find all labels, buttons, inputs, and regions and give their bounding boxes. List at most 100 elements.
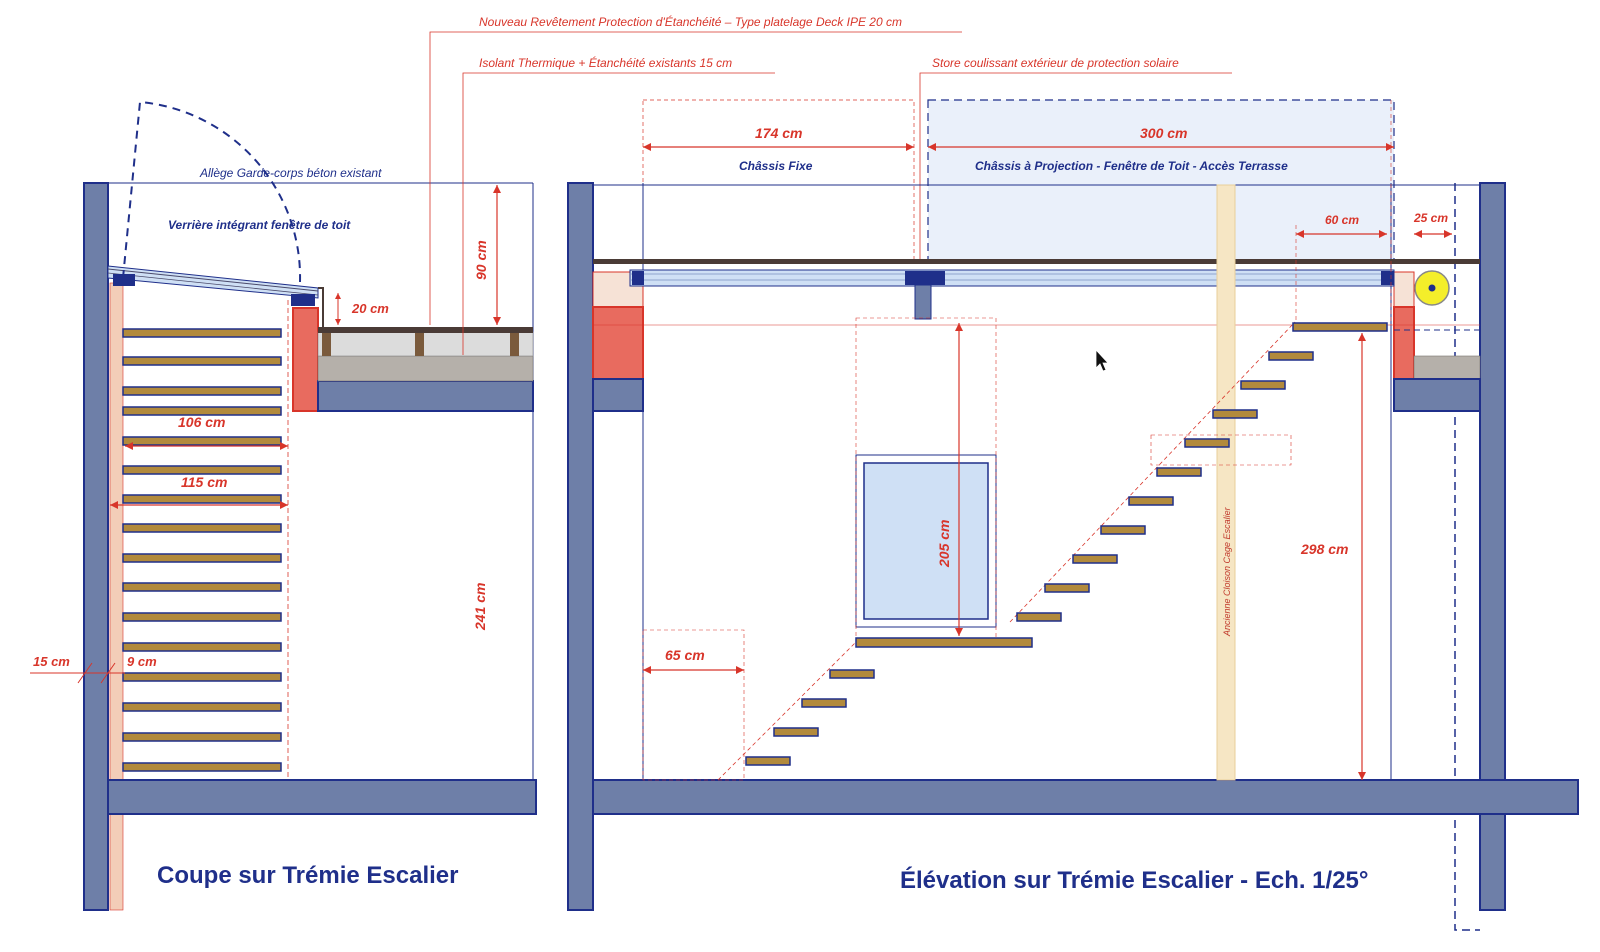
stair-tread [122,328,282,338]
stair-step [1212,409,1258,419]
stair-top-step [1292,322,1388,332]
right-beam-red [1393,306,1415,380]
old-partition-note: Ancienne Cloison Cage Escalier [1222,506,1232,637]
dim-arrow [1358,772,1366,780]
dim-arrow [1386,143,1394,151]
dim-241-label: 241 cm [472,583,488,631]
deck-joist [415,333,424,356]
stair-line-upper [1009,321,1296,623]
dim-arrow [1379,230,1387,238]
verriere-note: Verrière intégrant fenêtre de toit [168,218,351,232]
right-left-wall [567,182,594,911]
stair-tread [122,642,282,652]
mouse-cursor-icon [1095,348,1109,372]
deck-leader [429,31,962,325]
left-stair-treads [122,328,282,772]
dim-arrow [955,323,963,331]
left-wall [83,182,109,911]
stair-tread [122,386,282,396]
dim-tick [77,662,93,684]
deck-note: Nouveau Revêtement Protection d'Étanchéi… [479,14,902,29]
dim-arrow [493,317,501,325]
right-terrace-gravel [1413,355,1481,380]
stair-tread [122,356,282,366]
stair-tread [122,436,282,446]
verriere-support [113,274,135,286]
left-wall-lining [109,282,124,911]
verriere-line [107,272,319,296]
stair-tread [122,612,282,622]
wall-window-glass [863,462,989,620]
dim-20-label: 20 cm [351,301,389,316]
left-beam-base [592,378,644,412]
deck-joist [322,333,331,356]
dim-arrow [736,666,744,674]
stair-tread [122,523,282,533]
projection-label: Châssis à Projection - Fenêtre de Toit -… [975,159,1288,173]
dim-arrow [1444,230,1452,238]
allege-parapet [292,307,319,412]
verriere-frame [318,287,324,327]
dim-15-label: 15 cm [33,654,70,669]
right-floor-slab [592,779,1579,815]
verriere-support [291,294,315,306]
glazing-support [1381,271,1394,285]
stair-step [1072,554,1118,564]
dim-arrow [493,185,501,193]
dim-arrow [280,501,288,509]
left-floor-slab [107,779,537,815]
stair-step [1184,438,1230,448]
glazing-mullion [914,284,932,320]
dim-arrow [1358,333,1366,341]
stair-step [1268,351,1314,361]
projection-window-zone [927,99,1395,263]
dim-205-label: 205 cm [936,520,952,568]
left-section-title: Coupe sur Trémie Escalier [157,862,458,889]
deck-joist [510,333,519,356]
fixed-frame-width-label: 174 cm [755,125,802,141]
stair-step [745,756,791,766]
stair-tread [122,553,282,563]
dim-90-label: 90 cm [473,240,489,280]
headroom-zone [855,317,997,639]
stair-line-lower [717,639,859,781]
stair-step [1044,583,1090,593]
glazing-support [632,271,644,285]
right-section: Ancienne Cloison Cage Escalier 174 cm Ch… [567,99,1579,931]
dim-106-label: 106 cm [178,414,225,430]
dim-115-label: 115 cm [181,474,227,490]
dim-tick [100,662,116,684]
right-section-title: Élévation sur Trémie Escalier - Ech. 1/2… [900,866,1369,894]
stair-tread [122,494,282,504]
dim-arrow [125,442,133,450]
stair-step [829,669,875,679]
stair-landing-step [855,637,1033,648]
dim-arrow [335,293,341,299]
terrace-gravel [317,355,534,382]
stair-tread [122,672,282,682]
right-beam-top [1393,271,1415,308]
terrace-slab [317,380,534,412]
fixed-frame-label: Châssis Fixe [739,159,813,173]
stair-step [1156,467,1202,477]
dim-arrow [643,666,651,674]
dim-arrow [335,319,341,325]
dim-9-label: 9 cm [127,654,157,669]
left-beam-red [592,306,644,380]
stair-step [1128,496,1174,506]
dim-arrow [906,143,914,151]
stair-tread [122,702,282,712]
dim-arrow [110,501,118,509]
left-section: 106 cm 115 cm 90 cm 20 cm 241 cm 15 cm 9… [30,100,537,911]
stair-tread [122,762,282,772]
terrace-deck [318,327,533,333]
verriere-glass [107,265,319,299]
dim-arrow [928,143,936,151]
projection-width-label: 300 cm [1140,125,1187,141]
old-partition [1216,184,1236,781]
stair-step [1100,525,1146,535]
dim-25-label: 25 cm [1413,211,1448,225]
dim-arrow [1414,230,1422,238]
